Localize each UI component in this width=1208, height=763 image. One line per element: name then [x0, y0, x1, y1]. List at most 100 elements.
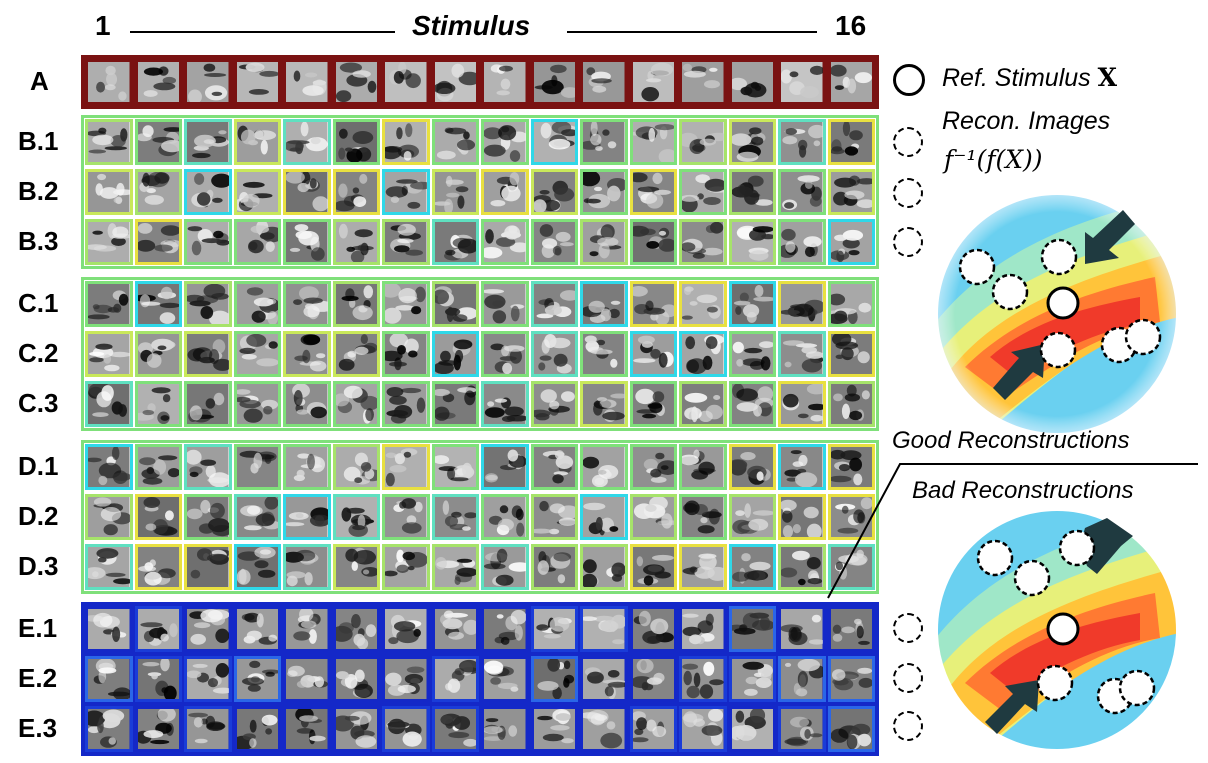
reconstruction-thumbnail [134, 169, 182, 215]
reconstruction-thumbnail [530, 381, 578, 427]
reconstruction-thumbnail [827, 494, 875, 540]
reconstruction-thumbnail [134, 544, 182, 590]
reconstruction-thumbnail [332, 544, 380, 590]
row-label: C.1 [18, 288, 59, 318]
reconstruction-thumbnail [184, 494, 232, 540]
reconstruction-thumbnail [728, 219, 776, 265]
recon-marker-icon [893, 613, 923, 643]
reconstruction-thumbnail [382, 656, 430, 702]
reconstruction-thumbnail [85, 381, 133, 427]
reconstruction-thumbnail [629, 656, 677, 702]
reconstruction-thumbnail [233, 331, 281, 377]
reconstruction-thumbnail [431, 169, 479, 215]
reconstruction-thumbnail [827, 444, 875, 490]
reconstruction-thumbnail [481, 544, 529, 590]
reconstruction-thumbnail [530, 494, 578, 540]
reconstruction-thumbnail [827, 169, 875, 215]
reconstruction-thumbnail [728, 331, 776, 377]
reconstruction-thumbnail [332, 606, 380, 652]
reconstruction-thumbnail [184, 544, 232, 590]
reconstruction-thumbnail [481, 656, 529, 702]
reconstruction-thumbnail [728, 544, 776, 590]
reconstruction-thumbnail [530, 656, 578, 702]
reconstruction-thumbnail [481, 494, 529, 540]
reconstruction-thumbnail [778, 119, 826, 165]
reconstruction-thumbnail [283, 381, 331, 427]
row-label: E.2 [18, 663, 58, 693]
reconstruction-thumbnail [580, 219, 628, 265]
row-label: E.3 [18, 713, 58, 743]
row-label: E.1 [18, 613, 58, 643]
stimulus-thumbnail [233, 59, 281, 105]
reconstruction-thumbnail [629, 706, 677, 752]
reconstruction-thumbnail [629, 119, 677, 165]
reconstruction-thumbnail [778, 281, 826, 327]
reconstruction-thumbnail [283, 444, 331, 490]
ref-stimulus-label: Ref. Stimulus [942, 64, 1098, 92]
reconstruction-thumbnail [530, 219, 578, 265]
reconstruction-thumbnail [580, 606, 628, 652]
reconstruction-thumbnail [679, 606, 727, 652]
reconstruction-thumbnail [184, 444, 232, 490]
reconstruction-thumbnail [778, 494, 826, 540]
reconstruction-thumbnail [382, 494, 430, 540]
reconstruction-thumbnail [530, 444, 578, 490]
reconstruction-thumbnail [580, 381, 628, 427]
reconstruction-thumbnail [431, 706, 479, 752]
row-label: D.3 [18, 551, 59, 581]
reconstruction-thumbnail [629, 281, 677, 327]
reconstruction-thumbnail [332, 281, 380, 327]
reconstruction-thumbnail [382, 544, 430, 590]
reconstruction-thumbnail [827, 219, 875, 265]
reconstruction-thumbnail [629, 544, 677, 590]
reconstruction-thumbnail [134, 281, 182, 327]
reconstruction-thumbnail [580, 706, 628, 752]
reconstruction-thumbnail [431, 331, 479, 377]
bad-reconstruction-sphere [936, 509, 1178, 751]
reconstruction-thumbnail [679, 444, 727, 490]
reconstruction-thumbnail [728, 444, 776, 490]
reconstruction-thumbnail [85, 219, 133, 265]
reconstruction-thumbnail [134, 331, 182, 377]
row-label: D.2 [18, 501, 59, 531]
reconstruction-thumbnail [827, 544, 875, 590]
reconstruction-thumbnail [184, 331, 232, 377]
reconstruction-thumbnail [629, 381, 677, 427]
reconstruction-thumbnail [728, 119, 776, 165]
stimulus-header: Stimulus [412, 10, 531, 41]
reconstruction-thumbnail [679, 706, 727, 752]
reconstruction-thumbnail [283, 169, 331, 215]
stimulus-thumbnail [134, 59, 182, 105]
header-line-right [567, 31, 817, 33]
reconstruction-thumbnail [332, 331, 380, 377]
reconstruction-thumbnail [134, 706, 182, 752]
ref-stimulus-legend: Ref. Stimulus X [942, 63, 1117, 93]
separator-line [827, 463, 1198, 599]
reconstruction-thumbnail [332, 706, 380, 752]
reconstruction-thumbnail [728, 169, 776, 215]
bad-reconstructions-label: Bad Reconstructions [912, 477, 1134, 504]
reconstruction-thumbnail [184, 606, 232, 652]
recon-marker-icon [893, 663, 923, 693]
reconstruction-thumbnail [679, 381, 727, 427]
reconstruction-thumbnail [530, 606, 578, 652]
reconstruction-thumbnail [184, 706, 232, 752]
reconstruction-thumbnail [382, 281, 430, 327]
reconstruction-thumbnail [629, 606, 677, 652]
group-box-b [81, 115, 879, 269]
reconstruction-thumbnail [481, 281, 529, 327]
header-line-left [130, 31, 395, 33]
reconstruction-thumbnail [283, 281, 331, 327]
reconstruction-thumbnail [629, 494, 677, 540]
reconstruction-thumbnail [530, 281, 578, 327]
reconstruction-thumbnail [580, 119, 628, 165]
reconstruction-thumbnail [481, 219, 529, 265]
reconstruction-thumbnail [778, 444, 826, 490]
reconstruction-thumbnail [85, 444, 133, 490]
reconstruction-thumbnail [530, 169, 578, 215]
recon-marker-icon [893, 178, 923, 208]
reconstruction-thumbnail [827, 381, 875, 427]
reconstruction-thumbnail [233, 544, 281, 590]
reconstruction-thumbnail [530, 119, 578, 165]
reconstruction-thumbnail [283, 706, 331, 752]
